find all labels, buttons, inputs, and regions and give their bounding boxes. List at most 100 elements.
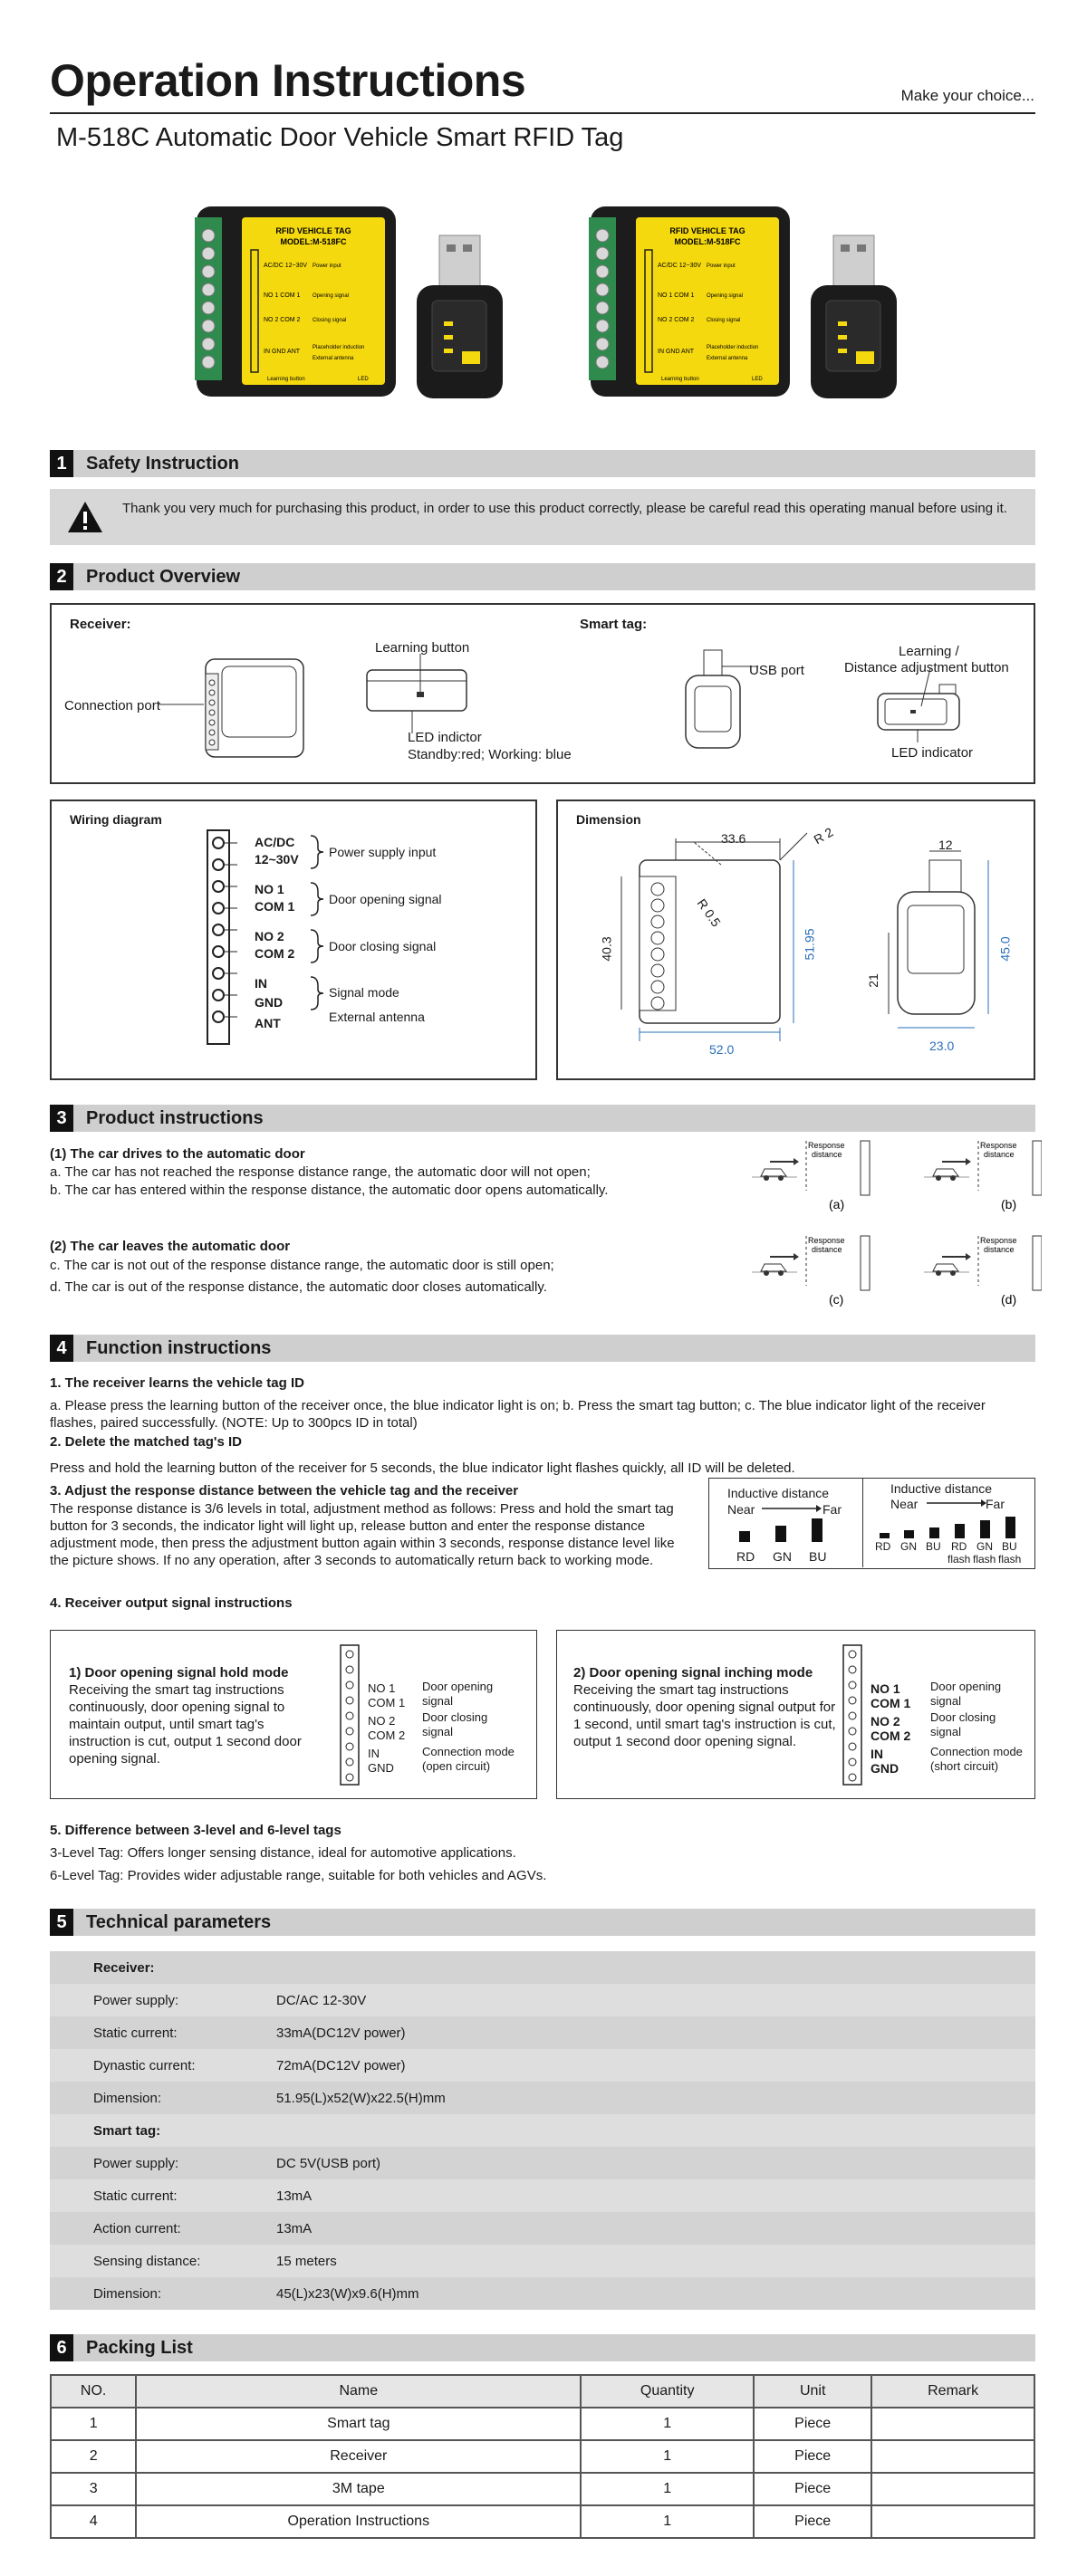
packing-header: Unit bbox=[753, 2374, 873, 2408]
packing-cell: Smart tag bbox=[135, 2407, 582, 2441]
tech-key: Static current: bbox=[93, 2025, 178, 2041]
car-door-diagrams: Response distance Response distance Resp… bbox=[752, 1140, 1042, 1307]
pin-acdc: AC/DC bbox=[255, 835, 295, 849]
tech-row: Action current:13mA bbox=[50, 2212, 1035, 2245]
svg-text:NO 2 COM 2: NO 2 COM 2 bbox=[264, 317, 301, 323]
tech-row: Dimension:51.95(L)x52(W)x22.5(H)mm bbox=[50, 2082, 1035, 2114]
wiring-panel: Wiring diagram AC/DC 12~30V NO 1 COM 1 N… bbox=[50, 800, 537, 1080]
packing-cell: 1 bbox=[580, 2439, 755, 2474]
func-h4: 4. Receiver output signal instructions bbox=[50, 1595, 293, 1611]
tech-row: Smart tag: bbox=[50, 2114, 1035, 2147]
bar6-bu: BU bbox=[926, 1540, 941, 1553]
receiver-label: Receiver: bbox=[70, 617, 131, 632]
svg-text:Response: Response bbox=[980, 1236, 1017, 1245]
packing-cell bbox=[871, 2439, 1035, 2474]
led-states-label: Standby:red; Working: blue bbox=[408, 747, 572, 762]
tech-value bbox=[267, 2114, 1035, 2147]
func-p2: Press and hold the learning button of th… bbox=[50, 1460, 795, 1476]
pin-ant: ANT bbox=[255, 1016, 281, 1030]
ind-far-6: Far bbox=[986, 1497, 1005, 1511]
inch-pin-gnd: GND bbox=[871, 1761, 899, 1776]
pin-com2: COM 2 bbox=[255, 946, 295, 961]
hold-pin-no1: NO 1 bbox=[368, 1681, 396, 1695]
svg-text:AC/DC 12~30V: AC/DC 12~30V bbox=[264, 263, 307, 269]
tagline: Make your choice... bbox=[900, 87, 1034, 104]
dimension-panel: Dimension 33.6 R 2 R 0.5 40.3 51.95 52.0… bbox=[556, 800, 1035, 1080]
bar6-flash-3: flash bbox=[998, 1553, 1022, 1566]
inch-lbl-closing: Door closing bbox=[930, 1710, 996, 1724]
dimension-title: Dimension bbox=[576, 812, 641, 827]
ind-title-6: Inductive distance bbox=[890, 1481, 993, 1496]
hold-pin-com2: COM 2 bbox=[368, 1729, 406, 1742]
tech-value: DC/AC 12-30V bbox=[276, 1992, 367, 2008]
wiring-braces bbox=[310, 835, 324, 1010]
svg-text:Response: Response bbox=[808, 1236, 845, 1245]
svg-text:Power input: Power input bbox=[313, 263, 341, 269]
svg-text:RFID VEHICLE TAG: RFID VEHICLE TAG bbox=[275, 226, 351, 235]
inch-terminal bbox=[842, 1644, 862, 1786]
tech-key: Dimension: bbox=[93, 2090, 162, 2106]
inch-lbl-signal1: signal bbox=[930, 1694, 961, 1708]
tech-row: Sensing distance:15 meters bbox=[50, 2245, 1035, 2277]
instr-h1: (1) The car drives to the automatic door bbox=[50, 1146, 305, 1162]
svg-text:(c): (c) bbox=[829, 1292, 843, 1307]
svg-text:(d): (d) bbox=[1001, 1292, 1016, 1307]
group-opening: Door opening signal bbox=[329, 892, 442, 906]
tech-key: Power supply: bbox=[93, 1992, 179, 2008]
product-photos: RFID VEHICLE TAG MODEL:M-518FC AC/DC 12~… bbox=[195, 206, 898, 399]
group-signal-mode: Signal mode bbox=[329, 985, 399, 1000]
hold-pin-com1: COM 1 bbox=[368, 1696, 406, 1709]
group-power: Power supply input bbox=[329, 845, 437, 859]
dim-520: 52.0 bbox=[709, 1042, 735, 1057]
inch-pin-com1: COM 1 bbox=[871, 1696, 911, 1710]
hold-mode-panel: 1) Door opening signal hold mode Receivi… bbox=[50, 1630, 537, 1799]
dim-21: 21 bbox=[865, 973, 880, 988]
svg-text:distance: distance bbox=[812, 1150, 842, 1159]
tech-row: Power supply: DC/AC 12-30V bbox=[50, 1984, 1035, 2016]
packing-header: Quantity bbox=[580, 2374, 755, 2408]
svg-text:NO 1 COM 1: NO 1 COM 1 bbox=[264, 292, 301, 299]
ind-title-3: Inductive distance bbox=[727, 1486, 830, 1500]
instr-b: b. The car has entered within the respon… bbox=[50, 1183, 609, 1198]
terminal-block-drawing bbox=[207, 829, 237, 1045]
svg-text:External antenna: External antenna bbox=[313, 356, 354, 361]
dim-450: 45.0 bbox=[997, 936, 1013, 962]
safety-text: Thank you very much for purchasing this … bbox=[122, 501, 1007, 516]
tech-value bbox=[267, 1951, 1035, 1984]
overview-drawings bbox=[159, 654, 467, 758]
hold-lbl-closing: Door closing bbox=[422, 1710, 488, 1724]
connection-port-label: Connection port bbox=[64, 698, 160, 713]
inch-lbl-signal2: signal bbox=[930, 1725, 961, 1738]
led-indicator-label: LED indicator bbox=[891, 745, 974, 761]
bar6-flash-1: flash bbox=[948, 1553, 971, 1566]
packing-cell bbox=[871, 2504, 1035, 2539]
instr-a: a. The car has not reached the response … bbox=[50, 1164, 591, 1180]
inching-mode-panel: 2) Door opening signal inching mode Rece… bbox=[556, 1630, 1035, 1799]
bar6-gn-flash: GN bbox=[976, 1540, 993, 1553]
pin-voltage: 12~30V bbox=[255, 852, 299, 867]
func-h1: 1. The receiver learns the vehicle tag I… bbox=[50, 1375, 304, 1391]
packing-cell: 3 bbox=[49, 2472, 138, 2506]
func-h5: 5. Difference between 3-level and 6-leve… bbox=[50, 1823, 341, 1838]
tech-value: 13mA bbox=[276, 2188, 313, 2204]
hold-lbl-signal2: signal bbox=[422, 1725, 453, 1738]
inductive-bars bbox=[739, 1499, 1015, 1542]
instr-c: c. The car is not out of the response di… bbox=[50, 1258, 554, 1273]
group-closing: Door closing signal bbox=[329, 939, 437, 953]
svg-text:Response: Response bbox=[808, 1141, 845, 1150]
product-subtitle: M-518C Automatic Door Vehicle Smart RFID… bbox=[56, 123, 624, 152]
ind-near-3: Near bbox=[727, 1502, 755, 1517]
packing-header: Remark bbox=[871, 2374, 1035, 2408]
hold-lbl-opening: Door opening bbox=[422, 1680, 494, 1693]
hold-title: 1) Door opening signal hold mode bbox=[69, 1665, 289, 1681]
packing-cell bbox=[871, 2472, 1035, 2506]
packing-cell: Piece bbox=[753, 2472, 873, 2506]
packing-header: Name bbox=[135, 2374, 582, 2408]
hold-lbl-conn: Connection mode bbox=[422, 1745, 515, 1758]
tech-value: 33mA(DC12V power) bbox=[276, 2025, 406, 2041]
